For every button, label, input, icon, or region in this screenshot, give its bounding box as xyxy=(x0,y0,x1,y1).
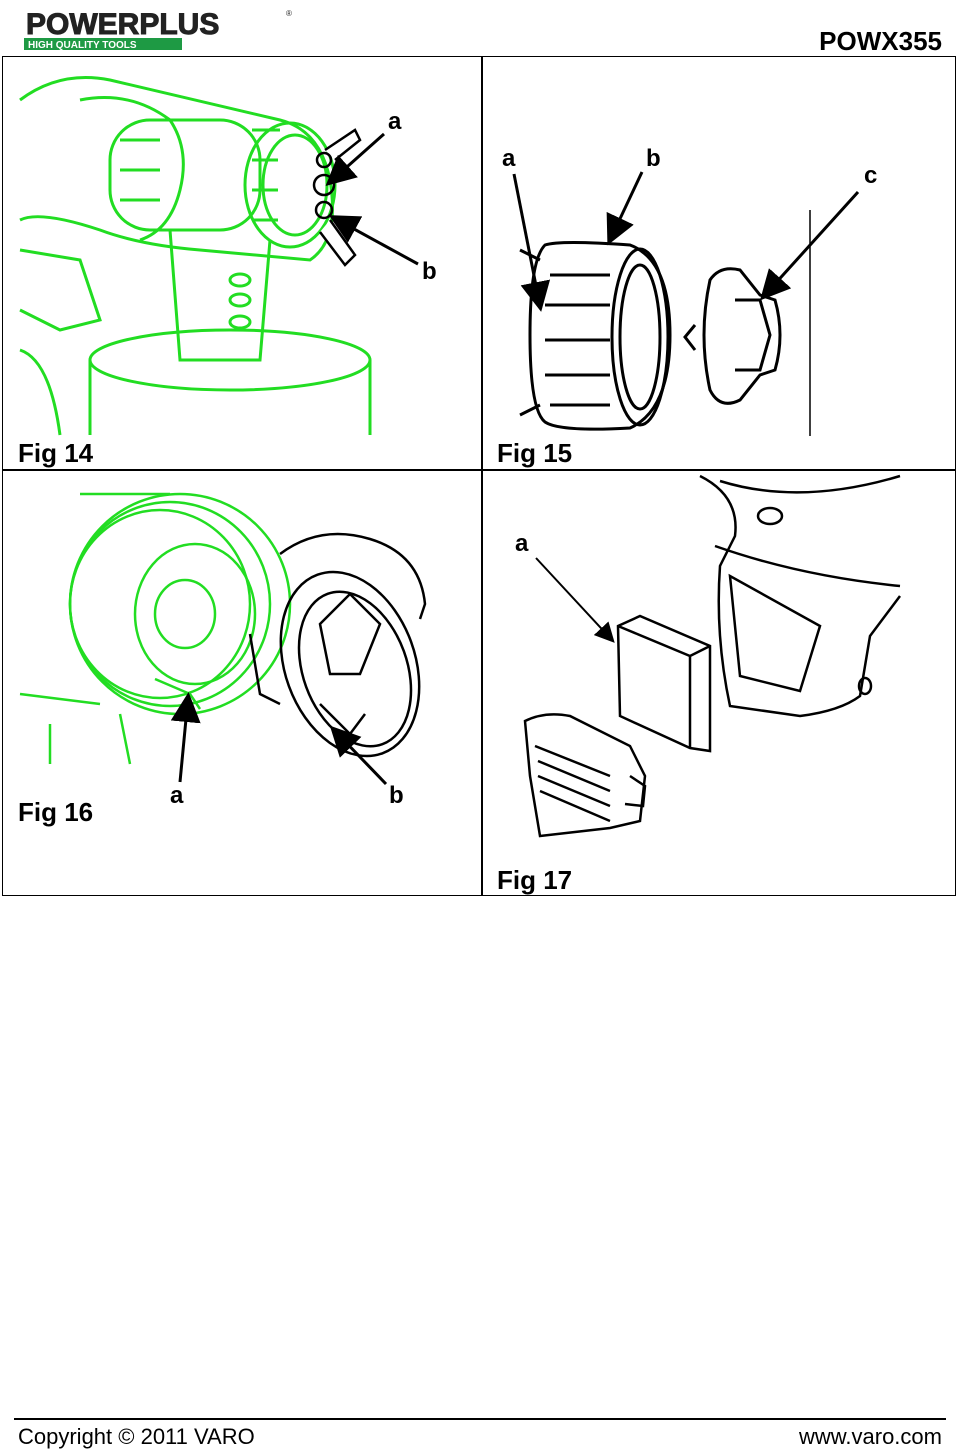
fig15-caption: Fig 15 xyxy=(497,438,573,468)
fig14-label-a: a xyxy=(388,108,402,135)
grid-divider-horizontal xyxy=(2,469,956,471)
fig15-label-a: a xyxy=(502,145,516,172)
fig15-arrows xyxy=(512,171,860,312)
fig16-illustration xyxy=(19,492,427,765)
fig15-label-b: b xyxy=(646,145,661,172)
model-number: POWX355 xyxy=(819,26,942,56)
fig16-arrow-b xyxy=(329,725,388,786)
logo-tagline: HIGH QUALITY TOOLS xyxy=(28,40,137,51)
figure-grid xyxy=(2,56,956,896)
fig16-label-b: b xyxy=(389,782,404,809)
fig17-caption: Fig 17 xyxy=(497,865,573,895)
fig15-arrow-b xyxy=(606,171,644,246)
fig16-caption: Fig 16 xyxy=(18,797,94,827)
fig15-arrow-c xyxy=(759,190,860,301)
fig14-caption: Fig 14 xyxy=(18,438,94,468)
footer-rule xyxy=(14,1418,946,1420)
logo-tagline-band xyxy=(24,38,182,50)
footer-url[interactable]: www.varo.com xyxy=(798,1424,942,1449)
fig16-arrow-a xyxy=(170,692,201,783)
fig17-arrows xyxy=(535,557,615,643)
fig14-arrow-a xyxy=(325,132,385,186)
fig16-arrows xyxy=(170,692,388,786)
fig15-label-c: c xyxy=(864,162,878,189)
fig14-arrow-b xyxy=(328,215,419,266)
powerplus-logo: POWERPLUS HIGH QUALITY TOOLS ® xyxy=(24,8,292,51)
fig17-label-a: a xyxy=(515,530,529,557)
footer-copyright: Copyright © 2011 VARO xyxy=(18,1424,255,1449)
fig14-arrows xyxy=(325,132,419,266)
fig17-arrow-a xyxy=(535,557,615,643)
fig14-label-b: b xyxy=(422,258,437,285)
fig17-illustration xyxy=(523,474,901,838)
grid-divider-vertical xyxy=(481,56,483,896)
fig16-label-a: a xyxy=(170,782,184,809)
registered-mark-icon: ® xyxy=(286,9,292,18)
fig15-arrow-a xyxy=(512,173,551,312)
logo-power-text: POWERPLUS xyxy=(26,8,219,41)
fig15-illustration xyxy=(519,210,811,436)
